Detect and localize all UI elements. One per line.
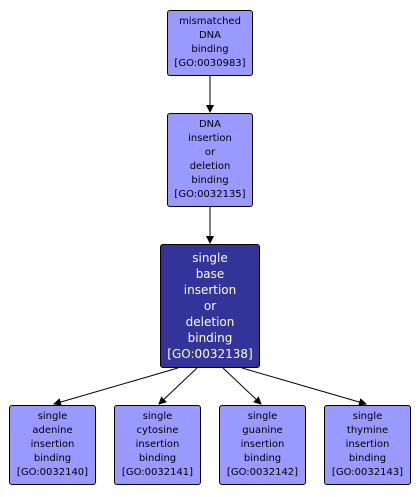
node-label-line: binding [138,453,177,464]
node-label-line: guanine [242,425,283,436]
node-single-thymine-insertion-binding[interactable]: single thymine insertion binding [GO:003… [324,405,411,485]
node-label-line: DNA [198,119,222,130]
node-go-id: [GO:0032135] [174,189,246,200]
node-dna-insertion-deletion-binding[interactable]: DNA insertion or deletion binding [GO:00… [167,113,253,207]
node-label-line: binding [33,453,72,464]
node-go-id: [GO:0032142] [226,467,299,478]
node-label-line: cytosine [136,425,179,436]
node-label-line: or [204,147,216,158]
node-label-line: single [37,411,68,422]
node-single-cytosine-insertion-binding[interactable]: single cytosine insertion binding [GO:00… [114,405,201,485]
edge-single-base-to-thymine [241,367,367,406]
node-go-id: [GO:0032143] [331,467,404,478]
node-label-line: DNA [198,30,222,41]
node-label-line: adenine [32,425,73,436]
node-single-guanine-insertion-binding[interactable]: single guanine insertion binding [GO:003… [219,405,306,485]
node-label-line: insertion [188,133,232,144]
node-label-line: binding [191,175,229,186]
node-single-base-insertion-deletion-binding[interactable]: single base insertion or deletion bindin… [160,244,260,368]
node-label-line: insertion [135,439,180,450]
node-label-line: deletion [189,161,231,172]
edge-single-base-to-adenine [53,367,179,406]
node-label-line: deletion [185,315,235,329]
node-label-line: insertion [345,439,390,450]
node-single-adenine-insertion-binding[interactable]: single adenine insertion binding [GO:003… [9,405,96,485]
node-label-line: binding [348,453,387,464]
node-label-line: base [195,267,225,281]
node-label-line: binding [243,453,282,464]
node-go-id: [GO:0032138] [167,347,253,361]
node-go-id: [GO:0032140] [16,467,89,478]
node-go-id: [GO:0032141] [121,467,194,478]
node-label-line: mismatched [179,16,241,27]
node-mismatched-dna-binding[interactable]: mismatched DNA binding [GO:0030983] [167,10,253,76]
edge-single-base-to-cytosine [158,367,198,405]
edge-single-base-to-guanine [222,367,262,405]
node-label-line: single [247,411,278,422]
node-label-line: binding [187,331,233,345]
node-label-line: single [142,411,173,422]
node-label-line: insertion [30,439,75,450]
node-label-line: binding [191,44,229,55]
node-label-line: insertion [240,439,285,450]
node-label-line: or [203,299,217,313]
node-label-line: single [192,251,228,265]
node-label-line: single [352,411,383,422]
node-go-id: [GO:0030983] [174,58,246,69]
node-label-line: thymine [346,425,389,436]
node-label-line: insertion [183,283,237,297]
